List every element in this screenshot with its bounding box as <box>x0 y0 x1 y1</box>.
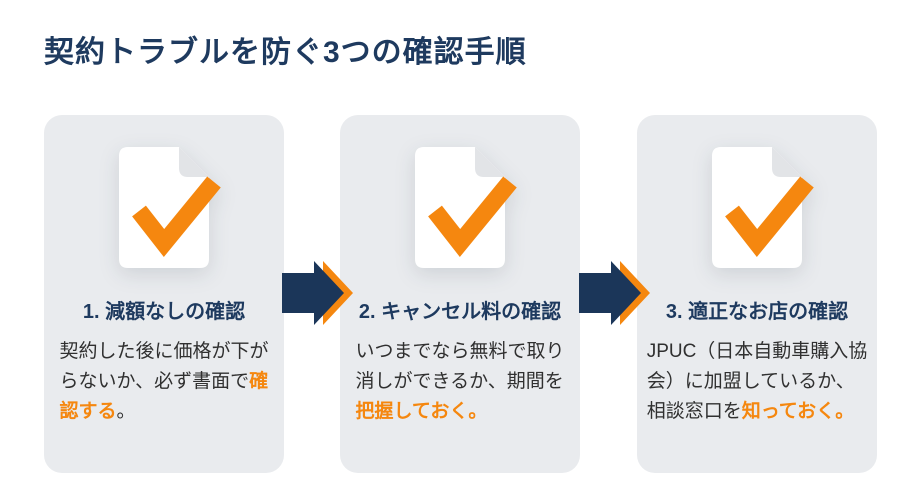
step-heading: 3. 適正なお店の確認 <box>665 301 849 323</box>
step-description: いつまでなら無料で取り消しができるか、期間を把握しておく。 <box>355 341 565 422</box>
step-description: JPUC（日本自動車購入協会）に加盟しているか、相談窓口を知っておく。 <box>646 341 868 422</box>
arrow-right-icon <box>282 261 353 325</box>
step-card-1: 1. 減額なしの確認 契約した後に価格が下がらないか、必ず書面で確認する。 <box>44 115 284 473</box>
step-card-2: 2. キャンセル料の確認 いつまでなら無料で取り消しができるか、期間を把握してお… <box>340 115 580 473</box>
page-title: 契約トラブルを防ぐ3つの確認手順 <box>44 36 527 69</box>
step-heading: 1. 減額なしの確認 <box>82 301 246 323</box>
step-description: 契約した後に価格が下がらないか、必ず書面で確認する。 <box>59 341 269 422</box>
step-heading: 2. キャンセル料の確認 <box>358 301 562 323</box>
document-check-icon <box>712 147 814 268</box>
arrow-right-icon <box>579 261 650 325</box>
step-card-3: 3. 適正なお店の確認 JPUC（日本自動車購入協会）に加盟しているか、相談窓口… <box>637 115 877 473</box>
document-check-icon <box>415 147 517 268</box>
document-check-icon <box>119 147 221 268</box>
